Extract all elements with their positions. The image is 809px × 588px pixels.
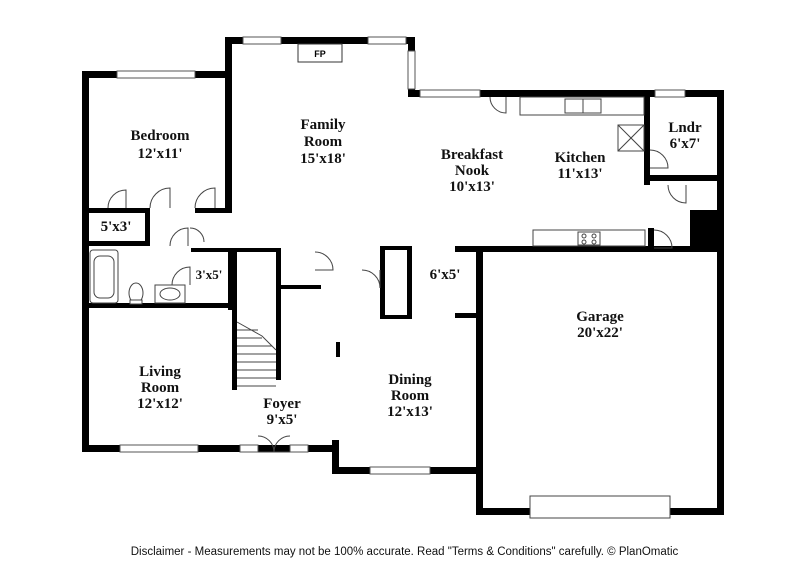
room-name-dining-1: Dining <box>388 372 432 388</box>
room-name-foyer: Foyer <box>263 396 301 412</box>
floor-plan: FP <box>82 36 724 519</box>
room-dims-kitchen: 11'x13' <box>557 166 602 182</box>
room-name-living-1: Living <box>139 364 181 380</box>
fireplace: FP <box>297 43 343 63</box>
room-name-bedroom: Bedroom <box>131 128 190 144</box>
room-dims-closet: 5'x3' <box>101 219 132 235</box>
room-labels: Bedroom 12'x11' Family Room 15'x18' Brea… <box>101 117 702 428</box>
room-dims-hall: 6'x5' <box>430 267 461 283</box>
room-dims-foyer: 9'x5' <box>267 412 298 428</box>
disclaimer-text: Disclaimer - Measurements may not be 100… <box>130 546 679 558</box>
room-dims-garage: 20'x22' <box>577 325 623 341</box>
room-name-living-2: Room <box>141 380 180 396</box>
walls <box>82 37 724 515</box>
room-dims-family-room: 15'x18' <box>300 151 346 167</box>
stairs <box>236 321 277 387</box>
room-dims-bath: 3'x5' <box>196 267 223 282</box>
room-dims-living: 12'x12' <box>137 396 183 412</box>
room-name-laundry: Lndr <box>668 120 702 136</box>
room-name-garage: Garage <box>576 309 624 325</box>
room-dims-laundry: 6'x7' <box>670 136 701 152</box>
bath-fixtures <box>89 249 186 305</box>
fireplace-label: FP <box>314 49 326 59</box>
room-name-family-room-2: Room <box>304 134 343 150</box>
room-name-kitchen: Kitchen <box>555 150 606 166</box>
kitchen-fixtures <box>519 96 646 247</box>
door-swings <box>107 96 687 453</box>
room-dims-dining: 12'x13' <box>387 404 433 420</box>
room-name-dining-2: Room <box>391 388 430 404</box>
room-dims-bedroom: 12'x11' <box>137 146 182 162</box>
windows <box>116 36 686 475</box>
room-dims-breakfast: 10'x13' <box>449 179 495 195</box>
room-name-breakfast-2: Nook <box>455 163 490 179</box>
room-name-breakfast-1: Breakfast <box>441 147 503 163</box>
garage-door <box>529 495 671 519</box>
room-name-family-room-1: Family <box>301 117 346 133</box>
